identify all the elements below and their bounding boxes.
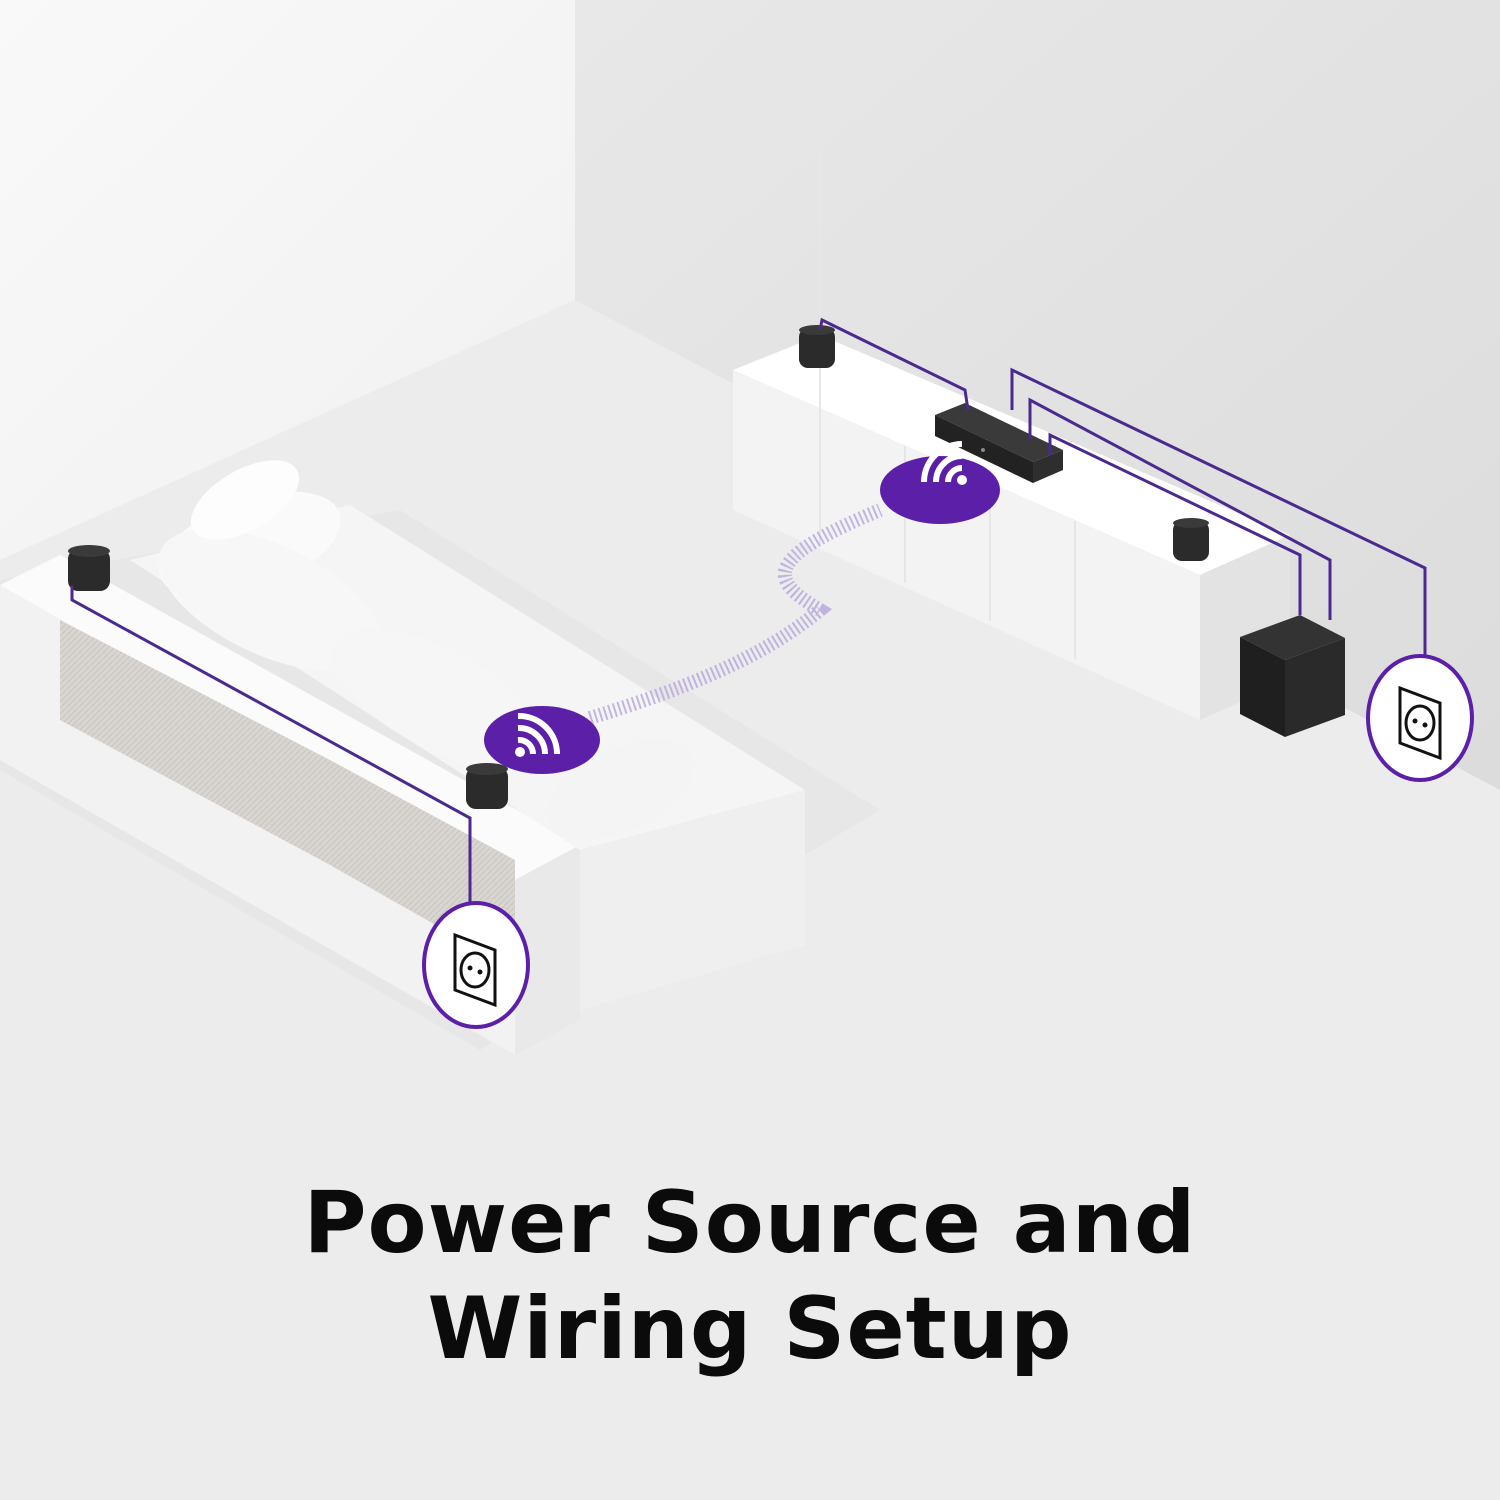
front-left-speaker	[799, 325, 835, 368]
subwoofer	[1240, 615, 1345, 737]
sofa	[60, 460, 805, 1010]
page-title: Power Source and Wiring Setup	[0, 1170, 1500, 1382]
front-right-speaker	[1173, 518, 1209, 561]
wireless-signal-trail	[587, 503, 883, 725]
rear-right-speaker	[466, 763, 508, 809]
title-line-1: Power Source and	[303, 1173, 1197, 1273]
power-wires	[70, 317, 1427, 910]
wireless-signal-icon	[880, 441, 1000, 524]
power-outlet-icon	[422, 901, 530, 1029]
wireless-signal-icon	[484, 706, 600, 774]
soundbar	[935, 403, 1063, 483]
title-line-2: Wiring Setup	[427, 1279, 1073, 1379]
power-outlet-icon	[1366, 654, 1474, 782]
rear-left-speaker	[68, 545, 110, 591]
